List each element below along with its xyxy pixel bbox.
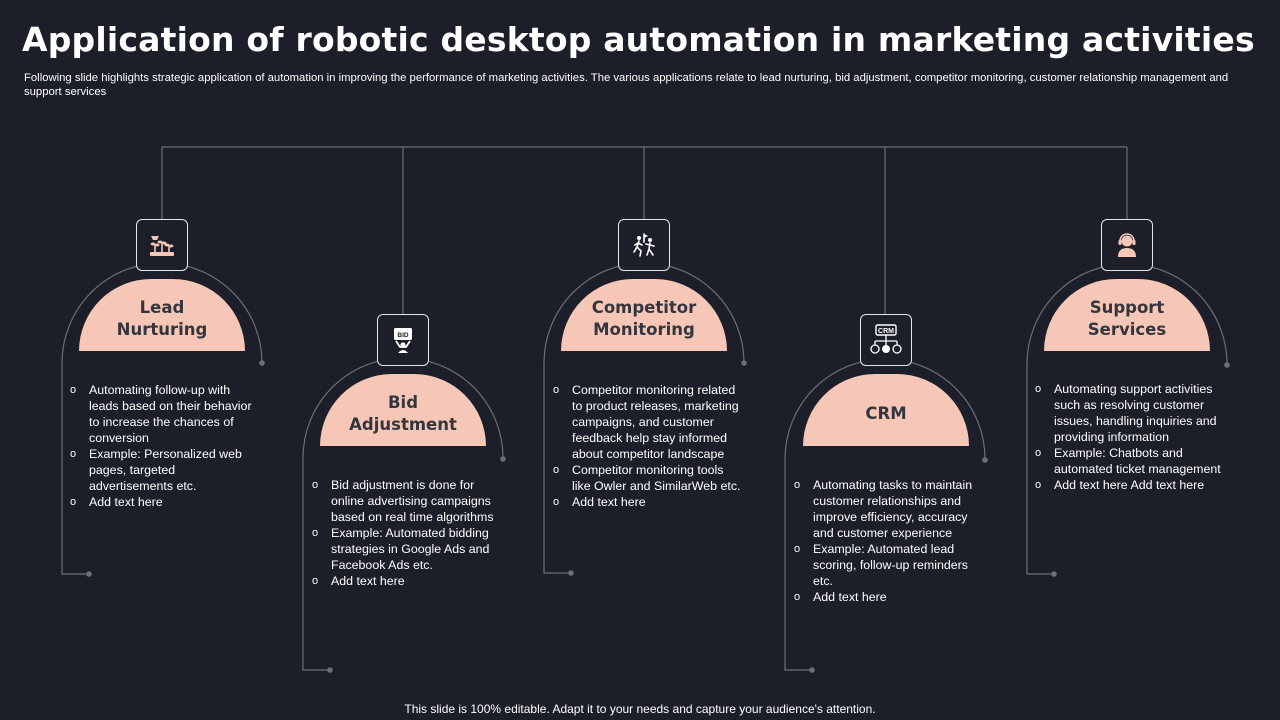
bid-sign-icon: BID: [394, 328, 412, 353]
support-services-icon-box: [1101, 219, 1153, 271]
slide-subtitle: Following slide highlights strategic app…: [24, 72, 1229, 98]
list-item: Add text here: [553, 494, 743, 510]
list-item: Example: Automated lead scoring, follow-…: [794, 541, 984, 589]
list-item: Automating follow-up with leads based on…: [70, 382, 255, 446]
list-item: Add text here: [312, 573, 502, 589]
list-item: Add text here: [794, 589, 984, 605]
bid-adjustment-points: Bid adjustment is done for online advert…: [312, 477, 502, 589]
list-item: Add text here: [70, 494, 255, 510]
crm-icon-box: CRM: [860, 314, 912, 366]
support-headset-icon: [1118, 233, 1136, 257]
list-item: Example: Chatbots and automated ticket m…: [1035, 445, 1230, 477]
svg-text:CRM: CRM: [878, 328, 894, 335]
bid-adjustment-icon-box: BID: [377, 314, 429, 366]
slide-footer: This slide is 100% editable. Adapt it to…: [404, 702, 876, 716]
svg-text:BID: BID: [397, 332, 409, 339]
list-item: Competitor monitoring related to product…: [553, 382, 743, 462]
list-item: Bid adjustment is done for online advert…: [312, 477, 502, 525]
crm-network-icon: CRM: [870, 324, 902, 354]
lead-nurturing-points: Automating follow-up with leads based on…: [70, 382, 255, 510]
list-item: Automating support activities such as re…: [1035, 381, 1230, 445]
list-item: Add text here Add text here: [1035, 477, 1230, 493]
lead-nurturing-icon-box: [136, 219, 188, 271]
list-item: Example: Personalized web pages, targete…: [70, 446, 255, 494]
competitor-monitoring-points: Competitor monitoring related to product…: [553, 382, 743, 510]
list-item: Example: Automated bidding strategies in…: [312, 525, 502, 573]
crm-points: Automating tasks to maintain customer re…: [794, 477, 984, 605]
slide-title: Application of robotic desktop automatio…: [22, 20, 1255, 59]
list-item: Automating tasks to maintain customer re…: [794, 477, 984, 541]
list-item: Competitor monitoring tools like Owler a…: [553, 462, 743, 494]
competitor-monitoring-icon-box: [618, 219, 670, 271]
competitors-race-icon: [633, 233, 655, 257]
plant-growth-icon: [150, 236, 174, 256]
support-services-points: Automating support activities such as re…: [1035, 381, 1230, 493]
